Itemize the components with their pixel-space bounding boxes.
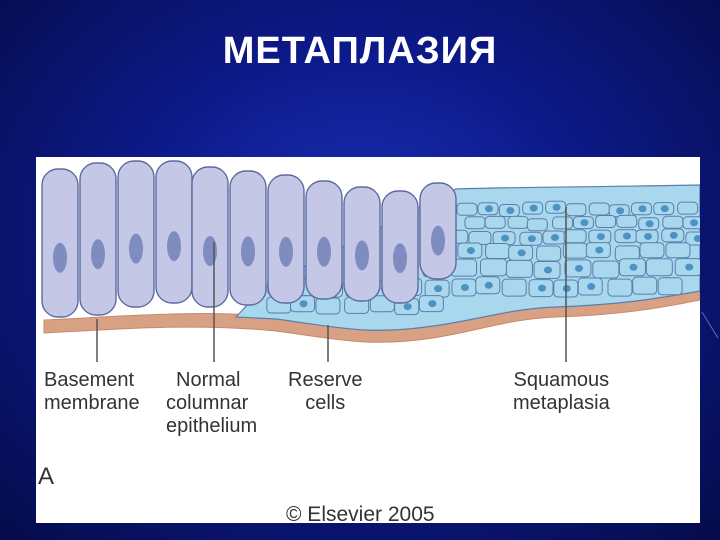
squamous-nucleus: [562, 285, 571, 293]
metaplasia-figure: Basement membrane Normal columnar epithe…: [36, 157, 700, 526]
squamous-cell: [485, 243, 511, 260]
squamous-nucleus: [428, 300, 437, 308]
squamous-nucleus: [596, 233, 605, 241]
squamous-nucleus: [644, 232, 653, 240]
columnar-nucleus: [53, 242, 67, 273]
squamous-cell: [536, 245, 562, 262]
epithelium-illustration: [41, 160, 700, 362]
squamous-nucleus: [587, 282, 596, 290]
squamous-cell: [645, 258, 673, 277]
columnar-nucleus: [203, 236, 217, 266]
squamous-nucleus: [506, 207, 515, 215]
squamous-nucleus: [550, 234, 559, 242]
squamous-cell: [632, 276, 658, 295]
slide-title: МЕТАПЛАЗИЯ: [222, 30, 498, 72]
squamous-cell: [588, 202, 610, 216]
squamous-nucleus: [484, 205, 493, 213]
label-squamous-metaplasia: Squamous metaplasia: [513, 369, 610, 414]
squamous-cell: [464, 216, 486, 230]
squamous-nucleus: [529, 204, 538, 212]
squamous-nucleus: [460, 284, 469, 292]
squamous-nucleus: [629, 263, 638, 271]
squamous-nucleus: [693, 234, 700, 242]
columnar-nucleus: [241, 236, 255, 267]
squamous-nucleus: [434, 285, 443, 293]
squamous-nucleus: [299, 300, 308, 308]
squamous-nucleus: [527, 235, 536, 243]
squamous-cell: [562, 242, 588, 259]
squamous-nucleus: [660, 205, 669, 213]
squamous-nucleus: [595, 246, 604, 254]
label-basement-membrane: Basement membrane: [44, 369, 140, 414]
squamous-nucleus: [544, 266, 553, 274]
squamous-cell: [552, 216, 574, 230]
label-normal-columnar-epithelium: Normal columnar epithelium: [166, 369, 258, 437]
squamous-cell: [526, 218, 548, 232]
squamous-nucleus: [685, 263, 694, 271]
squamous-cell: [479, 258, 507, 277]
squamous-cell: [607, 278, 633, 297]
squamous-cell: [616, 214, 638, 228]
squamous-nucleus: [501, 234, 510, 242]
squamous-nucleus: [689, 219, 698, 227]
columnar-nucleus: [393, 243, 407, 274]
squamous-cell: [563, 229, 587, 244]
squamous-nucleus: [622, 232, 631, 240]
squamous-cell: [595, 215, 617, 229]
squamous-nucleus: [645, 220, 654, 228]
columnar-nucleus: [91, 239, 105, 270]
columnar-cell: [79, 162, 117, 316]
squamous-cell: [484, 215, 506, 229]
squamous-nucleus: [638, 205, 647, 213]
squamous-cell: [662, 215, 684, 229]
copyright-notice: © Elsevier 2005: [286, 503, 435, 526]
squamous-nucleus: [466, 247, 475, 255]
panel-letter: A: [38, 463, 55, 490]
squamous-cell: [507, 215, 529, 229]
columnar-nucleus: [431, 225, 445, 256]
squamous-nucleus: [580, 219, 589, 227]
columnar-nucleus: [167, 231, 181, 262]
squamous-nucleus: [552, 203, 561, 211]
squamous-nucleus: [574, 264, 583, 272]
columnar-nucleus: [129, 233, 143, 264]
squamous-cell: [639, 242, 665, 259]
columnar-epithelium-cells: [41, 160, 457, 318]
squamous-cell: [315, 297, 341, 315]
squamous-nucleus: [484, 281, 493, 289]
columnar-nucleus: [317, 236, 331, 267]
columnar-nucleus: [355, 240, 369, 271]
squamous-cell: [456, 202, 478, 216]
squamous-nucleus: [538, 284, 547, 292]
squamous-nucleus: [403, 303, 412, 311]
squamous-cell: [592, 260, 620, 279]
squamous-cell: [565, 203, 587, 217]
squamous-cell: [505, 259, 533, 278]
columnar-nucleus: [279, 236, 293, 267]
label-reserve-cells: Reserve cells: [288, 369, 363, 414]
squamous-cell: [501, 278, 527, 297]
squamous-cell: [665, 242, 691, 259]
decorative-line: [701, 311, 719, 339]
squamous-nucleus: [669, 231, 678, 239]
squamous-cell: [657, 277, 683, 296]
squamous-nucleus: [517, 249, 526, 257]
squamous-nucleus: [616, 207, 625, 215]
squamous-cell: [677, 201, 699, 215]
